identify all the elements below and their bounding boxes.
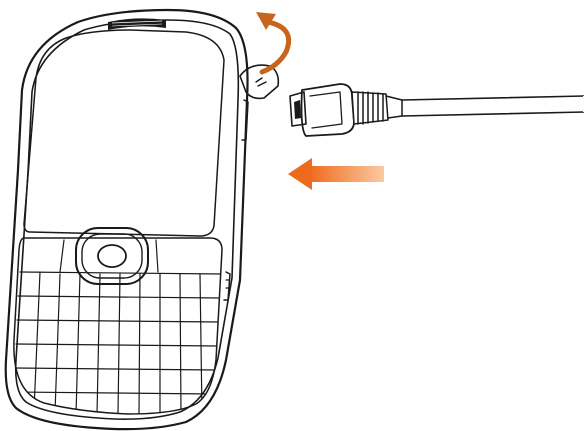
phone-screen <box>23 29 225 237</box>
usb-plug-pins <box>294 100 301 119</box>
cable-strain-relief <box>351 91 403 125</box>
rotate-arrow-icon <box>256 12 292 75</box>
phone <box>4 8 249 431</box>
side-key-upper <box>241 99 249 141</box>
side-key-lower <box>223 271 231 301</box>
insert-direction-arrow-icon <box>288 158 384 190</box>
navigation-pad-ring <box>81 233 143 279</box>
usb-plug-tip <box>289 91 307 127</box>
phone-inner-shell <box>14 19 240 420</box>
navigation-pad <box>75 227 149 285</box>
usb-plug-grip-frame <box>309 91 343 129</box>
usb-plug-housing <box>300 83 355 137</box>
center-select-key <box>97 244 127 268</box>
side-key-lower-detail <box>225 279 230 289</box>
usb-port-cover <box>239 64 280 100</box>
qwerty-keyboard <box>13 239 222 414</box>
usb-cable <box>289 83 584 137</box>
port-cover-symbol <box>255 77 267 87</box>
earpiece-speaker <box>108 18 166 30</box>
phone-outer-shell <box>4 8 249 431</box>
keypad-panel <box>13 237 223 415</box>
cable-cord <box>401 95 584 117</box>
